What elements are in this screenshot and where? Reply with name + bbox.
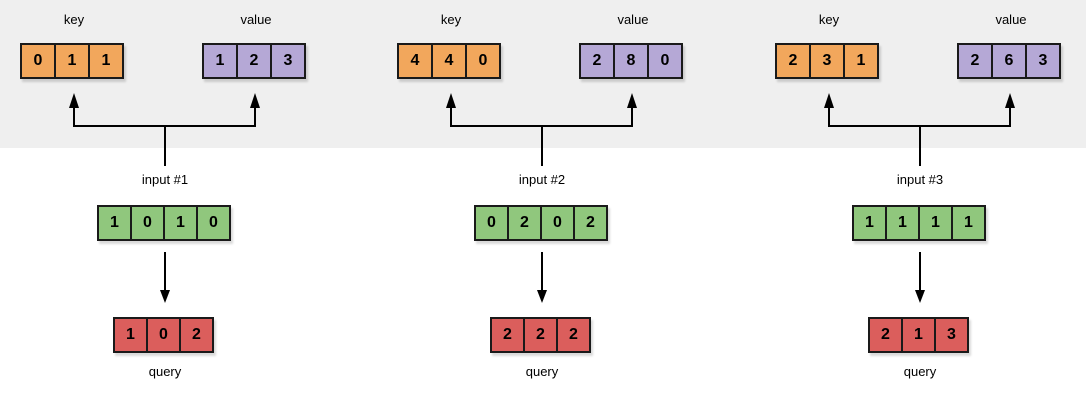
- key-cell: 4: [431, 43, 467, 79]
- input-cell: 1: [951, 205, 986, 241]
- query-cell: 0: [146, 317, 181, 353]
- value-cell: 6: [991, 43, 1027, 79]
- input-cell: 1: [163, 205, 198, 241]
- key-array: 2 3 1: [775, 43, 879, 79]
- value-label: value: [617, 12, 649, 27]
- value-array: 2 6 3: [957, 43, 1061, 79]
- value-cell: 3: [270, 43, 306, 79]
- input-label: input #2: [518, 172, 566, 187]
- value-cell: 2: [236, 43, 272, 79]
- key-cell: 3: [809, 43, 845, 79]
- gray-background-band: [0, 0, 1086, 148]
- value-array: 1 2 3: [202, 43, 306, 79]
- input-label: input #3: [896, 172, 944, 187]
- key-cell: 2: [775, 43, 811, 79]
- input-cell: 0: [130, 205, 165, 241]
- query-cell: 1: [113, 317, 148, 353]
- split-arrow-icon: [69, 93, 260, 166]
- key-array: 4 4 0: [397, 43, 501, 79]
- key-label: key: [818, 12, 840, 27]
- input-cell: 1: [918, 205, 953, 241]
- key-cell: 0: [465, 43, 501, 79]
- value-array: 2 8 0: [579, 43, 683, 79]
- query-cell: 3: [934, 317, 969, 353]
- attention-group-2: key value 4 4 0 2 8 0 input #2 0 2 0 2 2…: [361, 0, 723, 409]
- split-arrow-icon: [824, 93, 1015, 166]
- input-cell: 1: [97, 205, 132, 241]
- query-cell: 2: [556, 317, 591, 353]
- input-cell: 0: [196, 205, 231, 241]
- value-cell: 2: [579, 43, 615, 79]
- input-cell: 1: [885, 205, 920, 241]
- value-label: value: [995, 12, 1027, 27]
- query-cell: 2: [179, 317, 214, 353]
- input-cell: 0: [474, 205, 509, 241]
- attention-group-1: key value 0 1 1 1 2 3 input #1 1 0 1 0 1…: [0, 0, 346, 409]
- key-cell: 1: [54, 43, 90, 79]
- query-cell: 1: [901, 317, 936, 353]
- value-cell: 8: [613, 43, 649, 79]
- key-cell: 1: [88, 43, 124, 79]
- query-array: 2 2 2: [490, 317, 591, 353]
- value-cell: 1: [202, 43, 238, 79]
- key-cell: 0: [20, 43, 56, 79]
- down-arrow-icon: [160, 252, 170, 303]
- query-cell: 2: [523, 317, 558, 353]
- key-cell: 1: [843, 43, 879, 79]
- key-label: key: [63, 12, 85, 27]
- key-array: 0 1 1: [20, 43, 124, 79]
- query-array: 2 1 3: [868, 317, 969, 353]
- split-arrow-icon: [446, 93, 637, 166]
- down-arrow-icon: [537, 252, 547, 303]
- down-arrow-icon: [915, 252, 925, 303]
- input-array: 1 0 1 0: [97, 205, 231, 241]
- input-cell: 1: [852, 205, 887, 241]
- query-cell: 2: [490, 317, 525, 353]
- input-cell: 2: [573, 205, 608, 241]
- value-cell: 3: [1025, 43, 1061, 79]
- value-cell: 2: [957, 43, 993, 79]
- query-label: query: [525, 364, 559, 379]
- query-label: query: [903, 364, 937, 379]
- value-label: value: [240, 12, 272, 27]
- query-label: query: [148, 364, 182, 379]
- key-label: key: [440, 12, 462, 27]
- attention-group-3: key value 2 3 1 2 6 3 input #3 1 1 1 1 2…: [739, 0, 1086, 409]
- key-cell: 4: [397, 43, 433, 79]
- query-array: 1 0 2: [113, 317, 214, 353]
- value-cell: 0: [647, 43, 683, 79]
- input-cell: 0: [540, 205, 575, 241]
- input-array: 1 1 1 1: [852, 205, 986, 241]
- input-cell: 2: [507, 205, 542, 241]
- input-array: 0 2 0 2: [474, 205, 608, 241]
- query-cell: 2: [868, 317, 903, 353]
- input-label: input #1: [141, 172, 189, 187]
